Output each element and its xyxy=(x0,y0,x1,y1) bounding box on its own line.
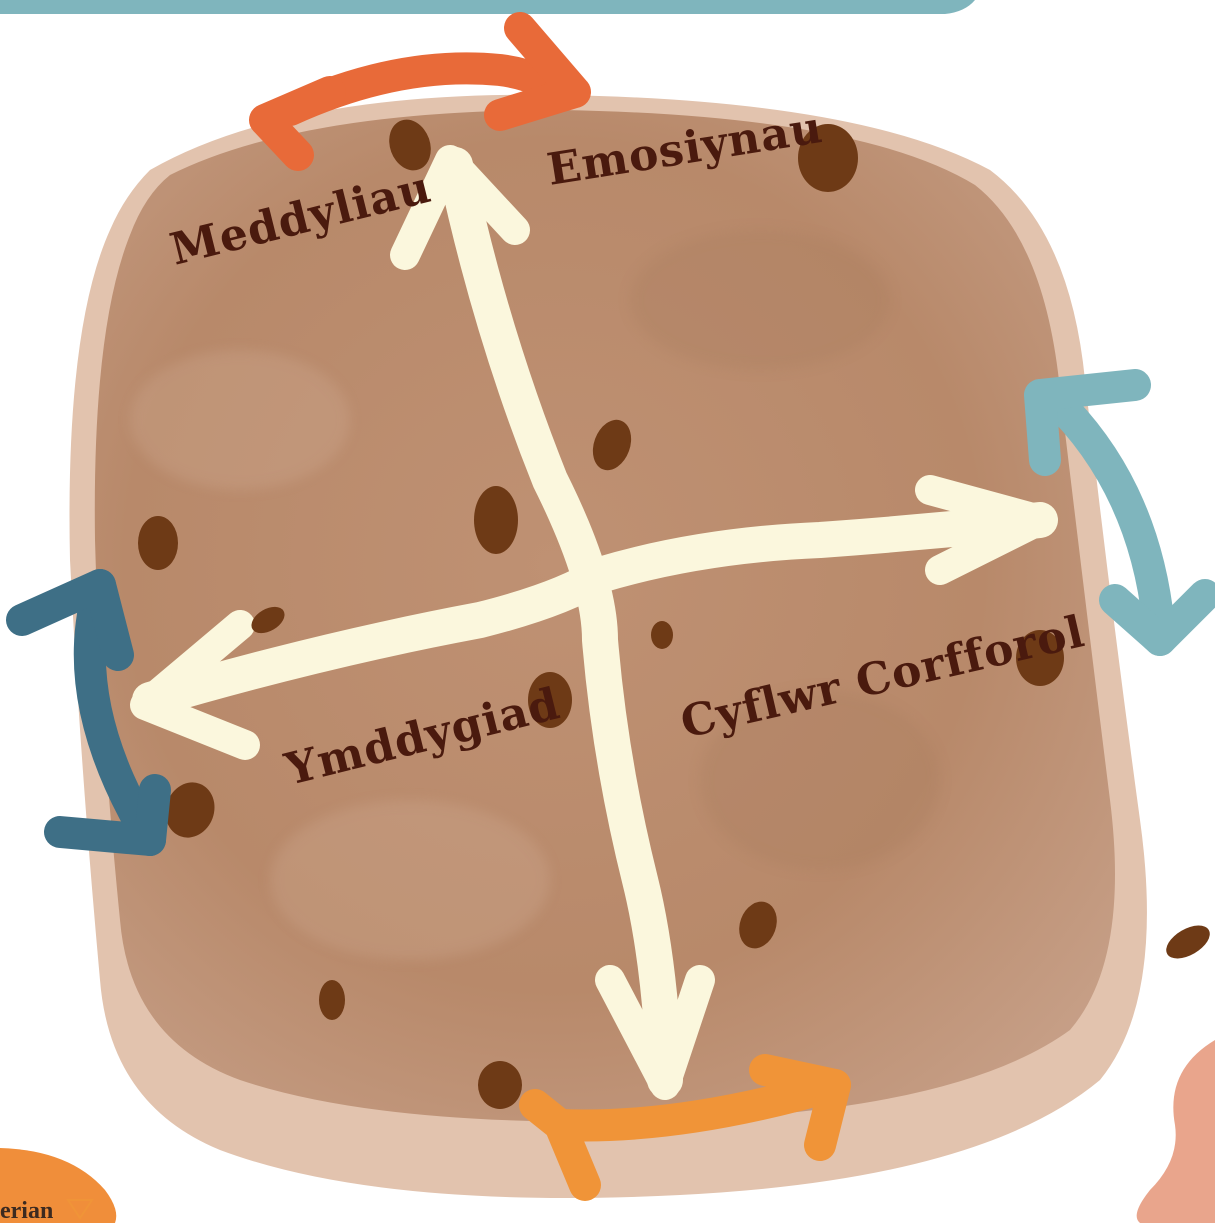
top-banner xyxy=(0,0,975,14)
brand-logo-text: erian xyxy=(0,1198,53,1223)
raisin xyxy=(478,1061,522,1109)
raisin xyxy=(319,980,345,1020)
raisin xyxy=(1161,919,1215,966)
raisin xyxy=(651,621,673,649)
corner-blob-bottom-right xyxy=(1137,1040,1215,1223)
raisin xyxy=(474,486,518,554)
raisin xyxy=(138,516,178,570)
